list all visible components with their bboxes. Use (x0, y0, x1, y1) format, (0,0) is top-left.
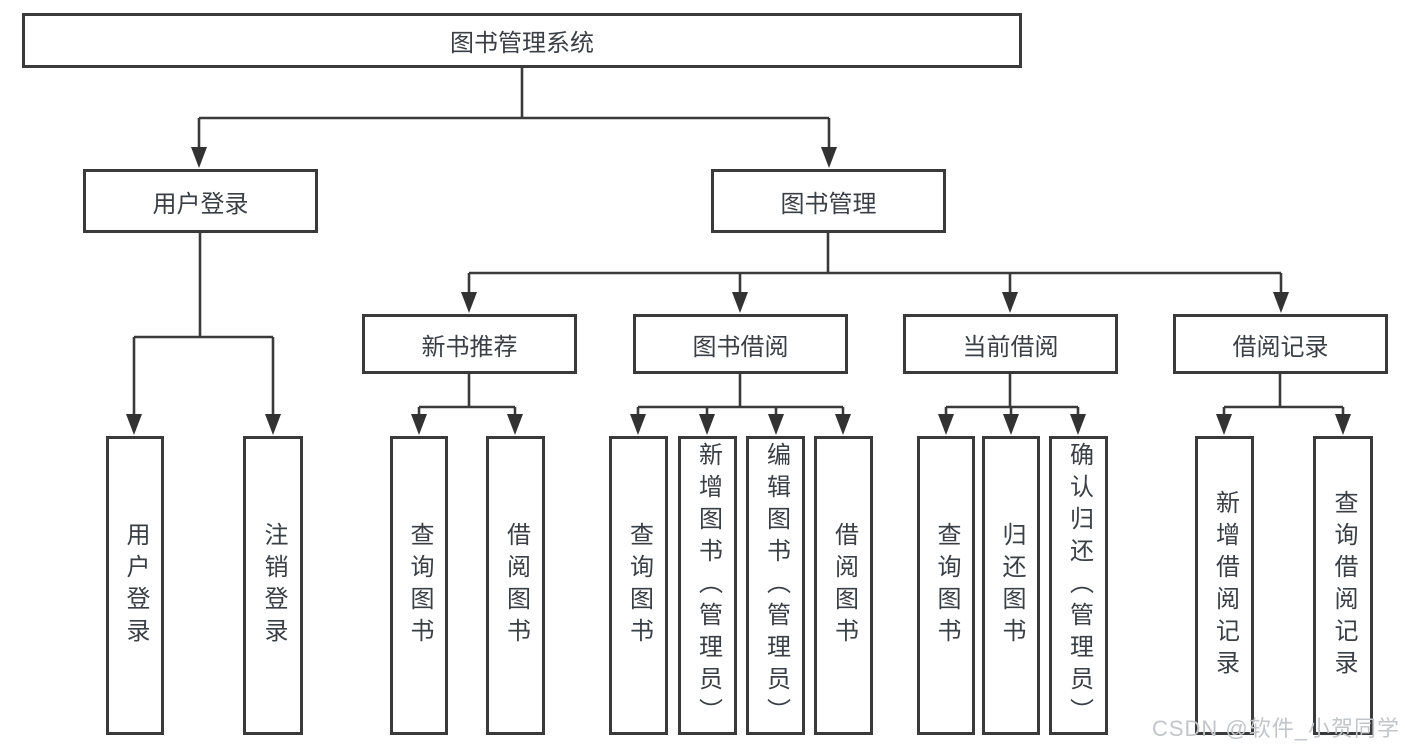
leaf-current-query-books: 查询图书 (917, 436, 975, 735)
leaf-borrow-query-books: 查询图书 (609, 436, 668, 735)
node-label: 图书借阅 (692, 333, 789, 361)
node-label: 当前借阅 (962, 333, 1059, 361)
node-label: 新书推荐 (421, 333, 518, 361)
leaf-borrow-borrow-books: 借阅图书 (814, 436, 873, 735)
leaf-edit-books-admin: 编辑图书（管理员） (746, 436, 805, 735)
node-label: 图书管理 (780, 190, 877, 218)
node-label: 查询图书 (406, 521, 433, 650)
node-user-login-branch: 用户登录 (83, 169, 318, 233)
node-borrowing-records: 借阅记录 (1173, 314, 1388, 374)
node-new-book-recommend: 新书推荐 (362, 314, 577, 374)
node-label: 查询图书 (625, 521, 653, 650)
node-current-borrowing: 当前借阅 (903, 314, 1118, 374)
csdn-watermark: CSDN @软件_小贺同学 (1151, 716, 1400, 741)
node-label: 注销登录 (260, 521, 287, 650)
node-book-management-branch: 图书管理 (711, 169, 946, 233)
node-label: 编辑图书（管理员） (762, 441, 790, 730)
leaf-user-login: 用户登录 (106, 436, 164, 735)
node-label: 查询借阅记录 (1330, 489, 1357, 682)
leaf-return-books: 归还图书 (982, 436, 1040, 735)
node-label: 图书管理系统 (450, 30, 594, 57)
node-library-management-system: 图书管理系统 (22, 13, 1022, 68)
node-label: 用户登录 (122, 521, 149, 650)
node-label: 用户登录 (152, 190, 249, 218)
leaf-logout: 注销登录 (243, 436, 303, 735)
node-label: 借阅图书 (502, 521, 530, 650)
leaf-confirm-return-admin: 确认归还（管理员） (1049, 436, 1108, 735)
node-label: 归还图书 (998, 521, 1025, 650)
leaf-recommend-query-books: 查询图书 (390, 436, 448, 735)
node-label: 借阅图书 (830, 521, 858, 650)
leaf-add-borrow-record: 新增借阅记录 (1195, 436, 1254, 735)
node-book-borrowing: 图书借阅 (633, 314, 848, 374)
node-label: 查询图书 (933, 521, 960, 650)
node-label: 借阅记录 (1232, 333, 1329, 361)
leaf-query-borrow-record: 查询借阅记录 (1313, 436, 1373, 735)
node-label: 新增图书（管理员） (694, 441, 722, 730)
leaf-recommend-borrow-books: 借阅图书 (486, 436, 545, 735)
node-label: 确认归还（管理员） (1065, 441, 1093, 730)
leaf-add-books-admin: 新增图书（管理员） (678, 436, 737, 735)
node-label: 新增借阅记录 (1211, 489, 1239, 682)
